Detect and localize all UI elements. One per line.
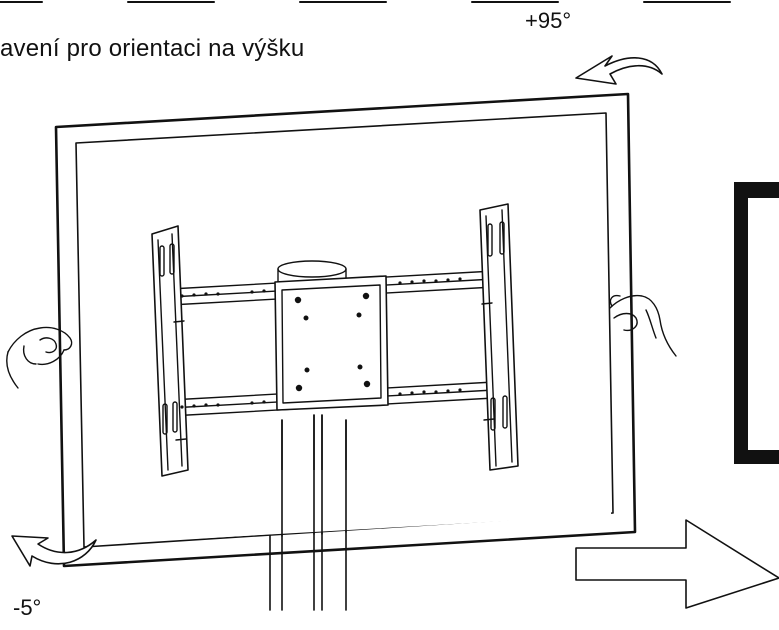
rotate-counterclockwise-icon xyxy=(11,535,97,567)
rotation-angle-negative: -5° xyxy=(13,595,42,620)
right-hand xyxy=(609,294,677,357)
left-arm xyxy=(151,225,189,477)
screen-outer-frame xyxy=(54,92,637,568)
mounting-bracket xyxy=(151,203,519,477)
rotate-clockwise-icon xyxy=(575,55,663,85)
left-hand xyxy=(6,326,73,389)
pole-cap xyxy=(277,260,347,278)
tv-screen xyxy=(54,92,637,568)
pole-lower xyxy=(281,414,347,537)
right-arm xyxy=(479,203,519,471)
orientation-caption: avení pro orientaci na výšku xyxy=(0,35,305,62)
rotation-angle-positive: +95° xyxy=(525,8,572,33)
next-step-arrow-icon xyxy=(575,519,779,609)
screen-inner-frame xyxy=(75,112,614,548)
portrait-screen xyxy=(734,182,779,464)
center-plate xyxy=(274,275,389,411)
